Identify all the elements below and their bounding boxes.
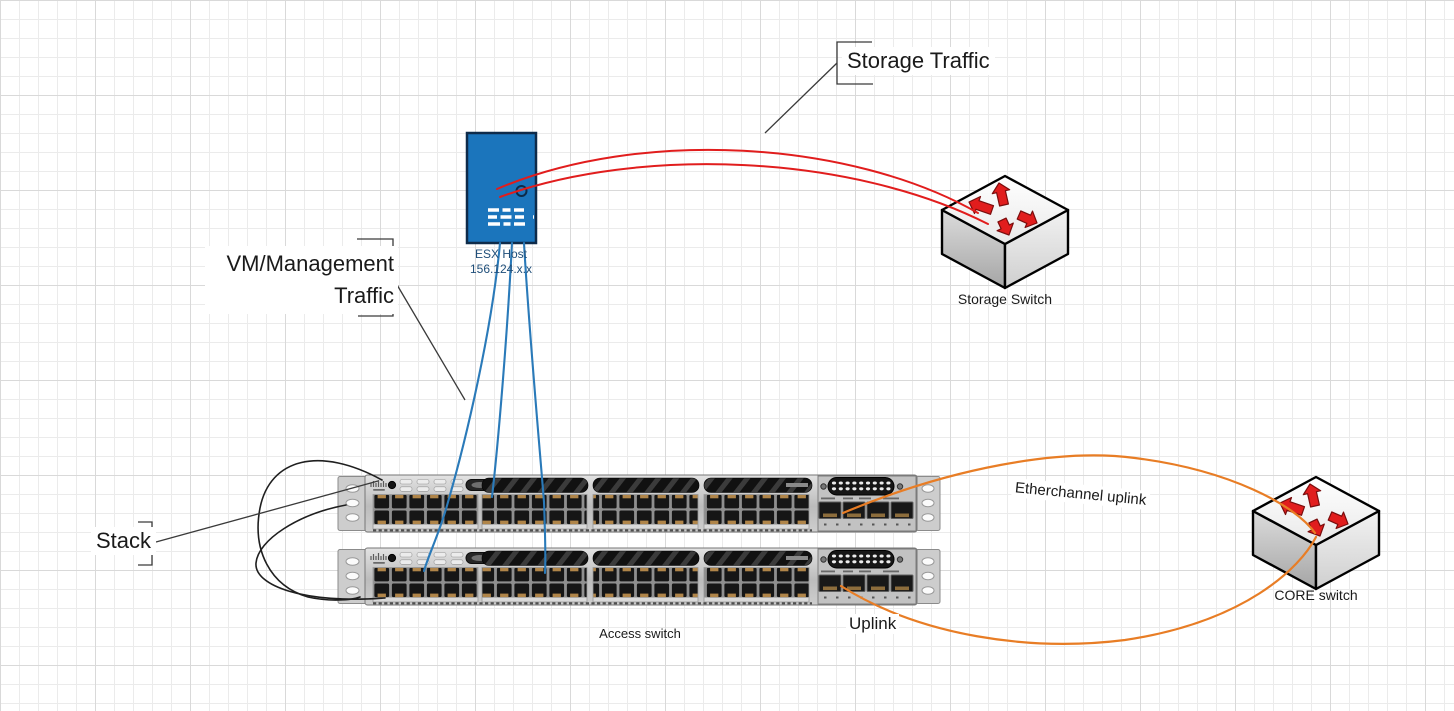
vm-management-label[interactable]: VM/Management Traffic [205, 246, 398, 314]
access-switch-label[interactable]: Access switch [599, 626, 681, 641]
vm-management-label-line2: Traffic [334, 283, 394, 308]
server-vents [488, 208, 534, 226]
storage-traffic-link-1[interactable] [496, 148, 979, 214]
storage-traffic-label[interactable]: Storage Traffic [842, 47, 995, 75]
stack-cable-1[interactable] [257, 460, 383, 601]
esx-host-label-name: ESX Host [474, 247, 528, 261]
storage-switch-icon[interactable] [940, 174, 1070, 290]
uplink-label[interactable]: Uplink [846, 614, 900, 634]
vm-link-3[interactable] [522, 241, 547, 575]
access-switch-1[interactable] [338, 475, 940, 532]
storage-traffic-leader [764, 62, 838, 134]
vm-management-label-line1: VM/Management [226, 251, 394, 276]
stack-leader [155, 480, 379, 543]
etherchannel-link-2[interactable] [839, 535, 1318, 645]
esx-host-label-ip: 156.124.x.x [469, 262, 533, 276]
storage-switch-label[interactable]: Storage Switch [957, 291, 1053, 307]
vm-link-2[interactable] [490, 241, 514, 499]
vm-link-1[interactable] [422, 241, 502, 573]
etherchannel-link-1[interactable] [841, 454, 1317, 535]
stack-label[interactable]: Stack [91, 527, 157, 555]
esx-host-label[interactable]: ESX Host 156.124.x.x [426, 247, 576, 277]
core-switch-label[interactable]: CORE switch [1274, 587, 1358, 603]
storage-traffic-link-2[interactable] [499, 163, 989, 225]
vm-leader [392, 277, 466, 401]
stack-cable-2[interactable] [255, 504, 386, 600]
